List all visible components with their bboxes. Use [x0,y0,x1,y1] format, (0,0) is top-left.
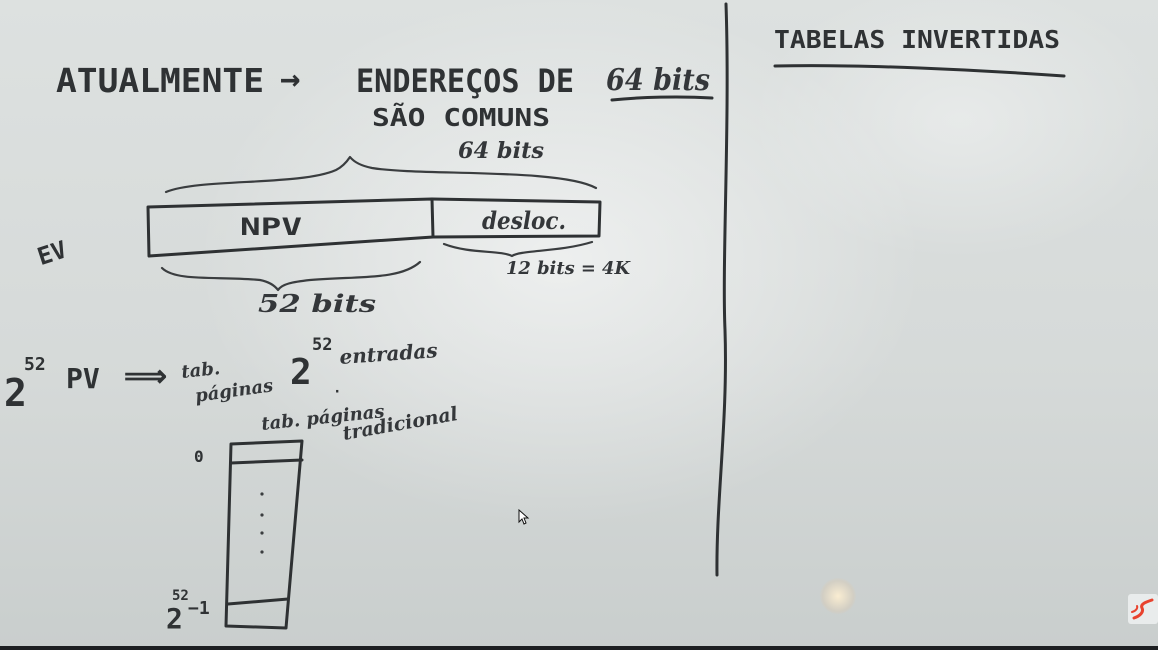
light-glare [820,578,856,614]
field-npv-label: NPV [240,213,302,241]
board-divider-line [715,2,729,577]
mouse-cursor-icon [518,509,530,525]
watermark-swoosh-icon [1131,598,1154,620]
ellipsis-dot-2 [260,513,264,517]
subline-text: SÃO COMUNS [372,103,550,132]
pv-base: 2 [4,371,27,415]
table-first-index: 0 [194,447,204,466]
page-table-first-row-line [229,458,304,465]
pv-label: PV [66,362,100,395]
desloc-size-label: 12 bits = 4K [506,258,631,279]
entries-dot: · [333,384,341,400]
headline-arrow: → [280,59,300,99]
field-desloc-box [430,197,602,239]
table-last-base: 2 [166,602,183,635]
ellipsis-dot-1 [260,492,264,496]
headline-text: ATUALMENTE [56,61,264,100]
table-last-suffix: −1 [188,598,210,619]
field-desloc-label: desloc. [482,206,566,235]
watermark-logo [1128,594,1158,624]
pv-exponent: 52 [24,354,46,375]
right-board-title-underline [773,64,1066,78]
brace-top-label: 64 bits [458,138,544,164]
tab-paginas-line-1: tab. [180,358,221,383]
bottom-frame-edge [0,646,1158,650]
ellipsis-dot-4 [260,550,264,554]
entries-exponent: 52 [312,335,332,355]
ellipsis-dot-3 [260,531,264,535]
implies-arrow: ⟹ [124,359,167,394]
entries-label: entradas [339,338,439,369]
page-table-column [224,439,304,630]
headline-bits-underline [610,95,714,102]
table-last-exponent: 52 [172,588,189,604]
brace-top-64-bits [164,155,598,194]
right-board-title: TABELAS INVERTIDAS [774,25,1060,54]
headline-rest-text: ENDEREÇOS DE [356,62,574,100]
headline-bits-text: 64 bits [606,63,710,98]
brace-npv [160,260,422,292]
npv-size-label: 52 bits [258,289,377,318]
page-table-last-row-line [226,597,290,606]
ev-label: EV [34,236,70,272]
brace-desloc [442,240,594,258]
entries-base: 2 [290,352,312,393]
